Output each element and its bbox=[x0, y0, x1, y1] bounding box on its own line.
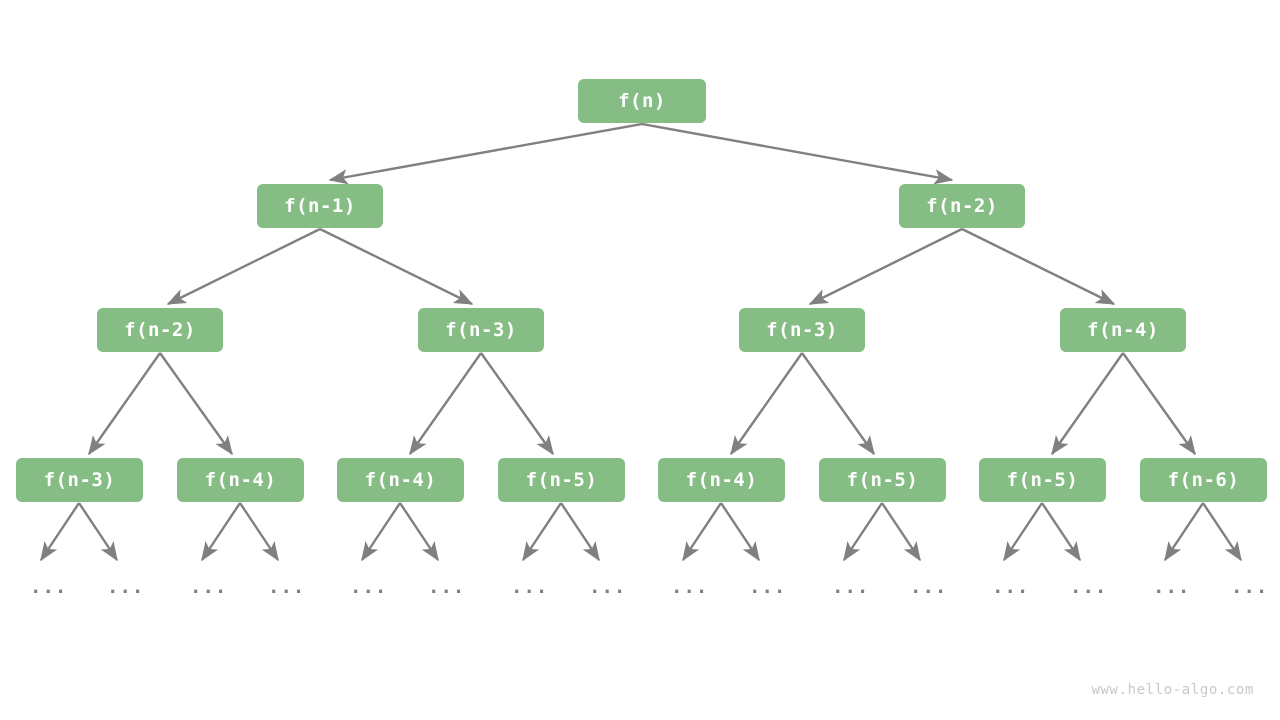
tree-edge bbox=[682, 502, 722, 562]
ellipsis-marker: ... bbox=[832, 576, 870, 598]
tree-node-n9[interactable]: f(n-4) bbox=[337, 458, 464, 502]
ellipsis-marker: ... bbox=[268, 576, 306, 598]
ellipsis-marker: ... bbox=[107, 576, 145, 598]
tree-node-n0[interactable]: f(n) bbox=[578, 79, 706, 123]
tree-edge bbox=[1164, 502, 1204, 562]
ellipsis-marker: ... bbox=[589, 576, 627, 598]
tree-edge bbox=[1202, 502, 1242, 562]
tree-node-n2[interactable]: f(n-2) bbox=[899, 184, 1025, 228]
ellipsis-marker: ... bbox=[992, 576, 1030, 598]
tree-edge bbox=[522, 502, 562, 562]
tree-edge bbox=[1122, 352, 1196, 456]
tree-node-n14[interactable]: f(n-6) bbox=[1140, 458, 1267, 502]
ellipsis-marker: ... bbox=[749, 576, 787, 598]
tree-edge bbox=[1003, 502, 1043, 562]
tree-edge bbox=[480, 352, 554, 456]
watermark: www.hello-algo.com bbox=[1091, 682, 1254, 698]
tree-edge bbox=[319, 227, 474, 306]
ellipsis-marker: ... bbox=[1153, 576, 1191, 598]
tree-edge bbox=[361, 502, 401, 562]
tree-edge bbox=[399, 502, 439, 562]
tree-edge bbox=[1041, 502, 1081, 562]
tree-edge bbox=[166, 227, 321, 306]
ellipsis-marker: ... bbox=[30, 576, 68, 598]
tree-edge bbox=[78, 502, 118, 562]
ellipsis-marker: ... bbox=[910, 576, 948, 598]
tree-node-n11[interactable]: f(n-4) bbox=[658, 458, 785, 502]
tree-node-n5[interactable]: f(n-3) bbox=[739, 308, 865, 352]
tree-edge bbox=[1051, 352, 1124, 456]
ellipsis-marker: ... bbox=[1070, 576, 1108, 598]
tree-node-n8[interactable]: f(n-4) bbox=[177, 458, 304, 502]
tree-node-n13[interactable]: f(n-5) bbox=[979, 458, 1106, 502]
tree-edge bbox=[560, 502, 600, 562]
tree-node-n1[interactable]: f(n-1) bbox=[257, 184, 383, 228]
tree-node-n10[interactable]: f(n-5) bbox=[498, 458, 625, 502]
tree-edge bbox=[801, 352, 875, 456]
tree-edge bbox=[239, 502, 279, 562]
tree-edge bbox=[159, 352, 233, 456]
tree-node-n4[interactable]: f(n-3) bbox=[418, 308, 544, 352]
tree-edge bbox=[720, 502, 760, 562]
ellipsis-marker: ... bbox=[190, 576, 228, 598]
tree-edge bbox=[961, 227, 1116, 306]
tree-edge bbox=[881, 502, 921, 562]
tree-edge bbox=[843, 502, 883, 562]
ellipsis-marker: ... bbox=[511, 576, 549, 598]
tree-edge bbox=[201, 502, 241, 562]
ellipsis-marker: ... bbox=[350, 576, 388, 598]
ellipsis-marker: ... bbox=[671, 576, 709, 598]
tree-edge bbox=[808, 227, 963, 306]
tree-edge bbox=[40, 502, 80, 562]
tree-node-n7[interactable]: f(n-3) bbox=[16, 458, 143, 502]
tree-edge bbox=[730, 352, 803, 456]
tree-node-n3[interactable]: f(n-2) bbox=[97, 308, 223, 352]
tree-edge bbox=[88, 352, 161, 456]
tree-edge bbox=[328, 122, 643, 185]
ellipsis-marker: ... bbox=[428, 576, 466, 598]
ellipsis-marker: ... bbox=[1231, 576, 1269, 598]
tree-node-n12[interactable]: f(n-5) bbox=[819, 458, 946, 502]
tree-edge bbox=[409, 352, 482, 456]
tree-edge bbox=[641, 122, 954, 185]
tree-node-n6[interactable]: f(n-4) bbox=[1060, 308, 1186, 352]
